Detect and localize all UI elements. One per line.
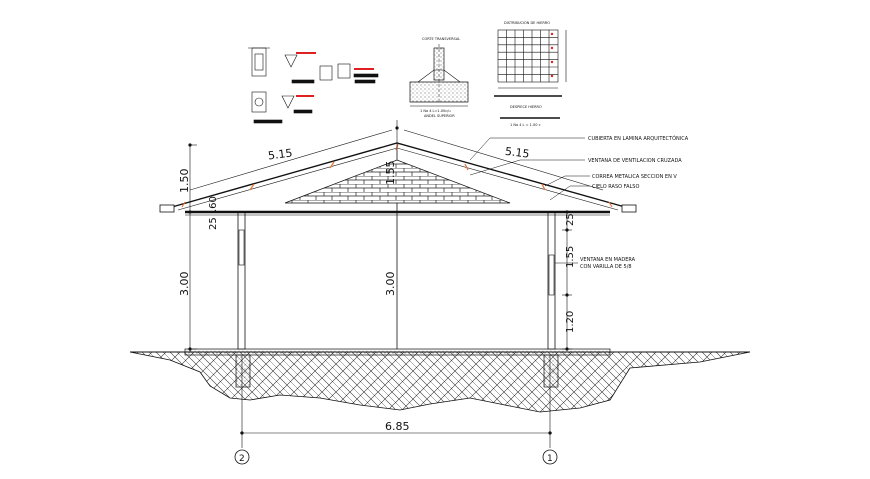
gutter-left	[159, 204, 175, 213]
gable-brick	[284, 159, 511, 204]
dim-right-sill: 1.20	[565, 311, 576, 333]
purlin-right-1	[464, 163, 469, 171]
svg-text:1: 1	[547, 454, 553, 464]
purlin-right-2	[541, 183, 546, 191]
grid-note: 1 No 4 L = 1.00 c	[510, 123, 541, 127]
dim-wall-left: 3.00	[178, 272, 191, 297]
dim-ridge-height: 1.55	[384, 161, 397, 186]
grid-subtitle: DESPIECE HIERRO	[510, 105, 542, 109]
grid-title: DISTRIBUCION DE HIERRO	[504, 21, 550, 25]
axis-marker-left: 2	[234, 449, 250, 465]
callout-ceiling: CIELO RASO FALSO	[592, 184, 639, 190]
section-title: CORTE TRANSVERSAL	[422, 37, 460, 41]
purlin-left-1	[249, 183, 255, 191]
section-detail	[409, 44, 469, 107]
rebar-grid	[494, 29, 567, 119]
detail-red-marks	[296, 52, 374, 97]
dim-overhang-left: 25	[208, 217, 219, 230]
dimension-ticks	[188, 126, 569, 435]
callout-purlin: CORREA METALICA SECCION EN V	[592, 174, 677, 180]
ground	[129, 348, 751, 413]
callout-leaders	[469, 137, 590, 264]
axis-marker-right: 1	[542, 449, 558, 465]
dim-span: 6.85	[385, 420, 410, 433]
callout-wood-window-1: VENTANA EN MADERA	[580, 257, 636, 263]
callout-vent-window: VENTANA DE VENTILACION CRUZADA	[588, 158, 682, 164]
svg-text:2: 2	[239, 454, 245, 464]
footing-note-2: ANDEL SUPERIOR	[424, 114, 455, 118]
dim-overhang-left-mid: .60	[208, 196, 219, 212]
callout-wood-window-2: CON VARILLA DE 5/8	[580, 264, 632, 270]
window-right	[548, 254, 555, 296]
detail-cluster	[248, 47, 379, 124]
dim-right-top: 25	[565, 213, 576, 226]
footing-right	[543, 354, 559, 388]
footing-left	[235, 354, 251, 388]
gutter-right	[621, 204, 637, 213]
purlin-edge-left	[181, 201, 186, 208]
window-left	[238, 229, 245, 266]
rebar-red-dots	[550, 32, 554, 78]
dim-eave-height: 1.50	[178, 169, 191, 194]
purlin-left-2	[329, 161, 335, 169]
dim-wall-center: 3.00	[384, 272, 397, 297]
soil-mass	[129, 351, 751, 413]
dim-roof-left: 5.15	[267, 147, 293, 163]
callout-roof-cover: CUBIERTA EN LAMINA ARQUITECTÓNICA	[588, 135, 689, 142]
purlin-edge-right	[608, 201, 613, 208]
dim-right-window: 1.55	[565, 246, 576, 268]
dim-roof-right: 5.15	[504, 145, 530, 161]
footing-note-1: 1 No 4 L=1.00c/u	[420, 109, 451, 113]
floor-slab	[184, 348, 611, 356]
